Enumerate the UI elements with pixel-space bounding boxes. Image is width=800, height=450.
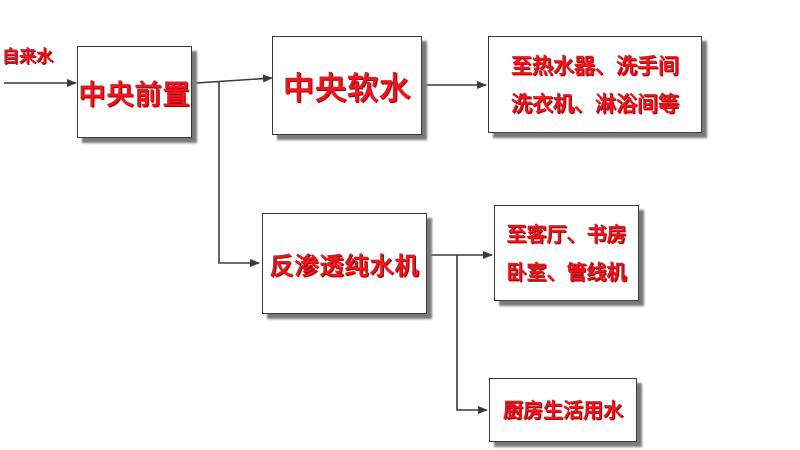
node-pre-filter-label: 中央前置: [78, 79, 191, 111]
arrow-ro-to-kitchen: [456, 255, 488, 414]
node-pre-filter: 中央前置: [77, 46, 192, 138]
node-ro-purifier-label: 反渗透纯水机: [269, 252, 420, 280]
ro-dest-rooms-line-1: 至客厅、书房: [506, 222, 627, 246]
arrow-prefilter-to-ro: [218, 82, 260, 267]
arrow-prefilter-to-softener: [195, 74, 273, 84]
softened-dest-line-1: 至热水器、洗手间: [511, 53, 679, 78]
ro-dest-rooms-line-2: 卧室、管线机: [506, 260, 627, 284]
node-ro-purifier: 反渗透纯水机: [262, 213, 427, 314]
ro-dest-kitchen-label: 厨房生活用水: [503, 398, 623, 422]
node-softener-label: 中央软水: [283, 71, 411, 107]
node-softener: 中央软水: [272, 36, 422, 135]
node-ro-dest-kitchen: 厨房生活用水: [489, 378, 637, 442]
node-ro-dest-rooms: 至客厅、书房 卧室、管线机: [494, 205, 639, 301]
softened-dest-line-2: 洗衣机、淋浴间等: [511, 91, 679, 116]
node-softened-dest: 至热水器、洗手间 洗衣机、淋浴间等: [488, 36, 702, 133]
source-label: 自来水: [2, 47, 53, 67]
